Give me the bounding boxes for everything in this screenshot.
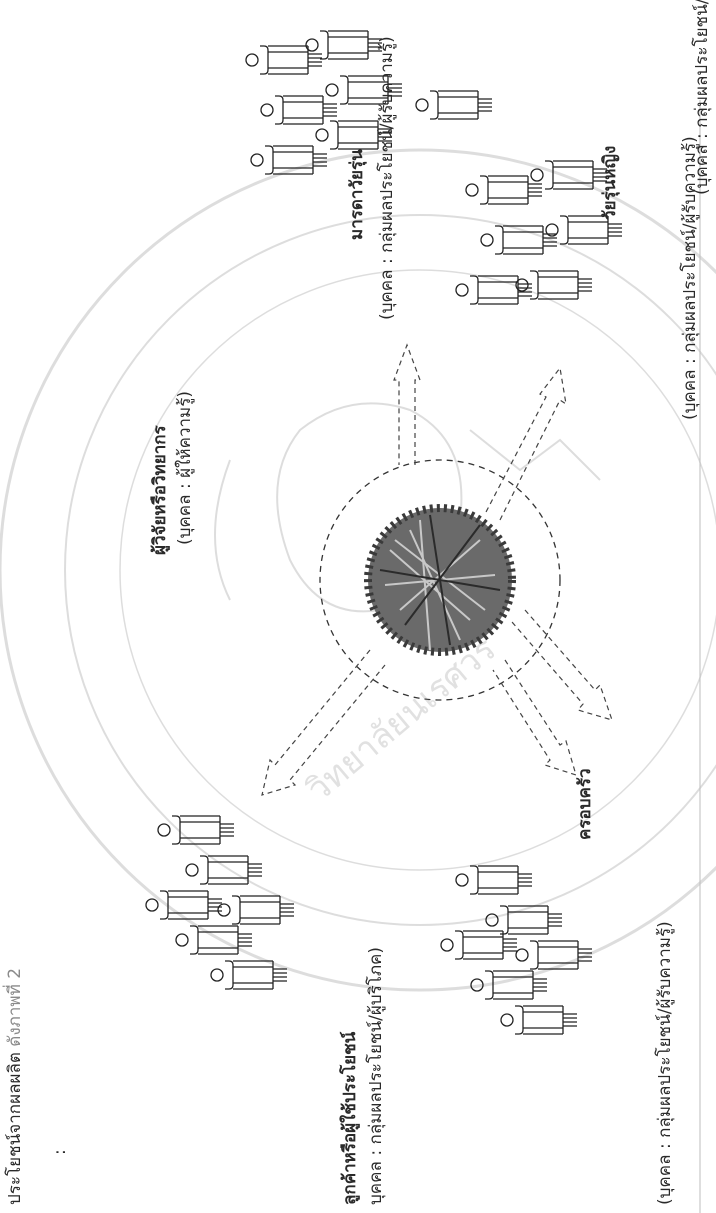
intro-text: ประโยชน์จากผลผลิต ดังภาพที่ 2: [5, 968, 25, 1205]
customers-role: บุคคล : กลุ่มผลประโยชน์/ผู้บริโภค): [366, 947, 386, 1205]
arrow-to-family: [493, 660, 576, 775]
researcher-role: (บุคคล : ผู้ให้ความรู้): [175, 391, 195, 545]
family-title: ครอบครัว: [575, 768, 595, 840]
top-margin-role: (บุคคล : กลุ่มผลประโยชน์/ผู้รับความรู้): [692, 0, 712, 195]
family-figures: [456, 161, 622, 304]
watermark-seal: [0, 150, 716, 990]
arrow-to-teen-girls: [512, 610, 612, 720]
arrow-to-researcher: [394, 345, 420, 465]
researcher-title: ผู้วิจัยหรือวิทยากร: [150, 425, 170, 555]
teen-mothers-role: (บุคคล : กลุ่มผลประโยชน์/ผู้รับความรู้): [377, 36, 397, 320]
researcher-figure: [416, 91, 492, 119]
customers-title: ลูกค้าหรือผู้ใช้ประโยชน์: [340, 1032, 360, 1205]
family-role: (บุคคล : กลุ่มผลประโยชน์/ผู้รับความรู้): [655, 921, 675, 1205]
bullet-colon: :: [50, 1149, 70, 1155]
teen-mothers-title: มารดาวัยรุ่น: [347, 149, 367, 240]
teen-girls-title: วัยรุ่นหญิง: [600, 146, 620, 220]
